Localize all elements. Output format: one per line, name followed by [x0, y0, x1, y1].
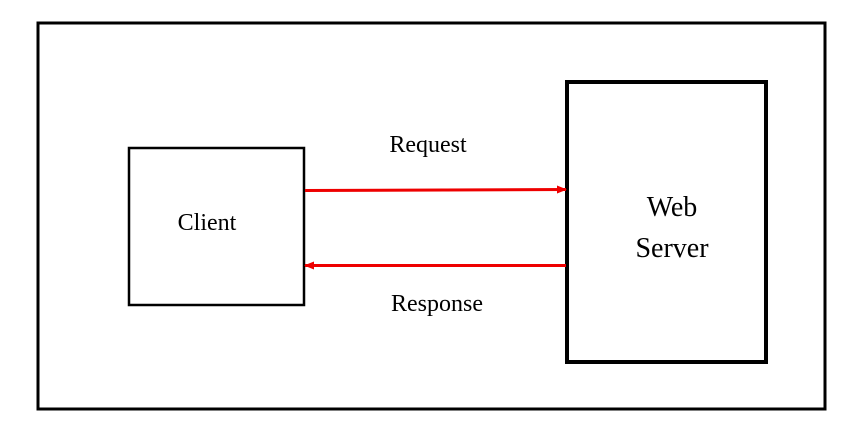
- request-label: Request: [389, 132, 467, 158]
- request-edge: Request: [304, 132, 567, 194]
- web-server-label-line2: Server: [635, 233, 709, 264]
- response-label: Response: [391, 291, 483, 317]
- web-server-label-line1: Web: [647, 192, 698, 223]
- request-arrow: [304, 185, 567, 194]
- client-label: Client: [178, 210, 237, 236]
- diagram-frame: [36, 21, 827, 411]
- web-server-node: Web Server: [565, 80, 768, 364]
- web-server-box: [565, 80, 768, 364]
- client-node: Client: [127, 146, 306, 307]
- client-box: [127, 146, 306, 307]
- response-edge: Response: [304, 261, 566, 317]
